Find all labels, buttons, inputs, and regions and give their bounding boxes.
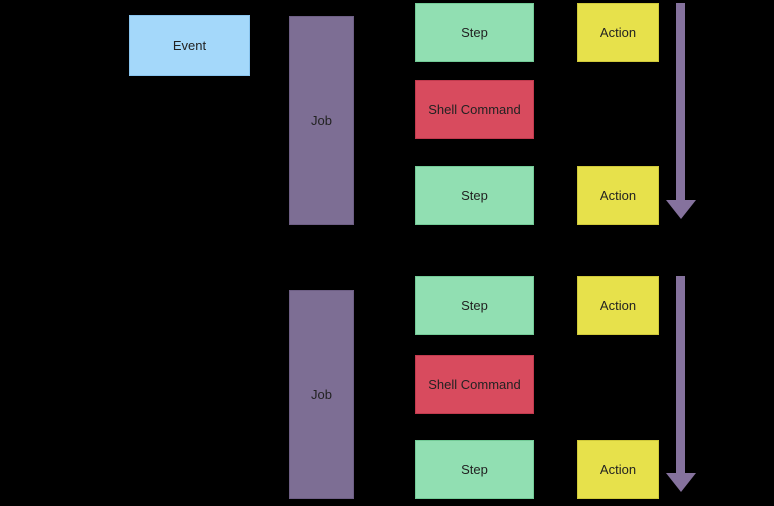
action-label: Action	[599, 461, 637, 477]
action-node: Action	[577, 440, 659, 499]
job-label: Job	[311, 386, 332, 402]
step-node: Step	[415, 166, 534, 225]
shell-command-node: Shell Command	[415, 80, 534, 139]
event-node: Event	[129, 15, 250, 76]
job-label: Job	[311, 112, 332, 128]
action-node: Action	[577, 276, 659, 335]
action-label: Action	[599, 24, 637, 40]
action-label: Action	[599, 297, 637, 313]
step-label: Step	[461, 187, 488, 203]
job-node: Job	[289, 16, 354, 225]
step-label: Step	[461, 24, 488, 40]
action-node: Action	[577, 166, 659, 225]
arrow-shaft	[676, 3, 685, 200]
shell-command-label: Shell Command	[428, 376, 521, 392]
job-node: Job	[289, 290, 354, 499]
step-label: Step	[461, 461, 488, 477]
down-arrow-icon	[665, 276, 696, 492]
down-arrow-icon	[665, 3, 696, 219]
shell-command-label: Shell Command	[428, 101, 521, 117]
step-node: Step	[415, 276, 534, 335]
step-label: Step	[461, 297, 488, 313]
step-node: Step	[415, 440, 534, 499]
arrow-shaft	[676, 276, 685, 473]
arrow-head	[665, 200, 696, 219]
action-label: Action	[599, 187, 637, 203]
action-node: Action	[577, 3, 659, 62]
event-label: Event	[172, 37, 207, 53]
shell-command-node: Shell Command	[415, 355, 534, 414]
step-node: Step	[415, 3, 534, 62]
arrow-head	[665, 473, 696, 492]
